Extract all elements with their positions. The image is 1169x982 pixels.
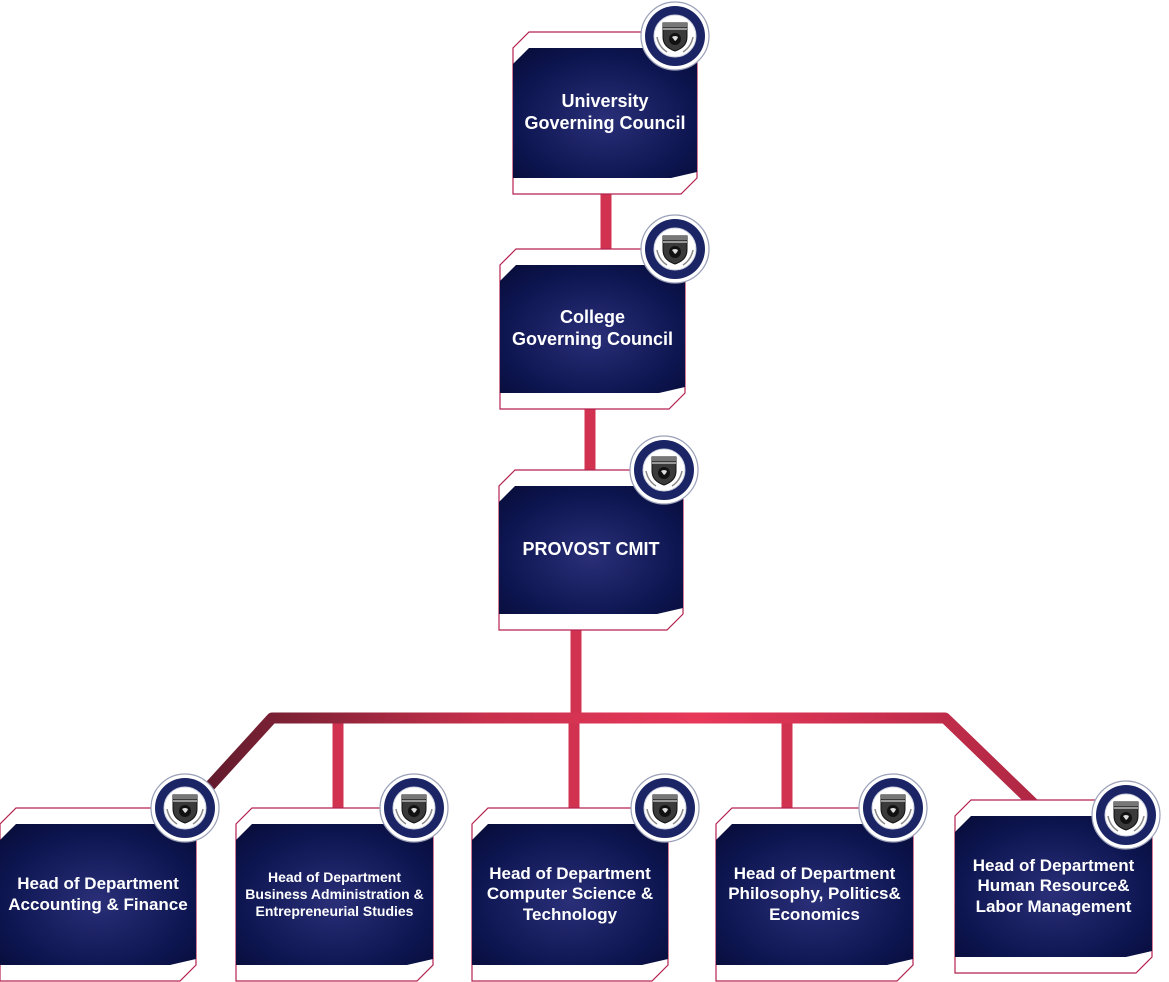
node-hod-philosophy-politics: Head of Department Philosophy, Politics&… <box>715 773 928 982</box>
node-card <box>0 807 197 982</box>
university-seal-icon <box>1091 780 1161 850</box>
university-seal-icon <box>630 773 700 843</box>
connector-branch-bar <box>183 712 1039 814</box>
university-seal-icon <box>640 214 710 284</box>
node-card <box>512 31 698 195</box>
node-hod-business-administration: Head of Department Business Administrati… <box>235 773 449 982</box>
node-label: Head of Department Human Resource& Labor… <box>972 855 1135 916</box>
node-label: Head of Department Philosophy, Politics&… <box>728 863 901 924</box>
university-seal-icon <box>640 1 710 71</box>
node-card <box>715 807 914 982</box>
node-label: Head of Department Computer Science & Te… <box>486 863 654 924</box>
node-hod-accounting-finance: Head of Department Accounting & Finance <box>0 773 220 982</box>
node-label: University Governing Council <box>524 91 686 133</box>
node-card <box>471 807 669 982</box>
university-seal-icon <box>150 773 220 843</box>
node-label: College Governing Council <box>511 307 673 349</box>
node-card <box>498 469 684 631</box>
university-seal-icon <box>858 773 928 843</box>
node-hod-human-resource: Head of Department Human Resource& Labor… <box>954 780 1161 974</box>
node-college-governing-council: College Governing Council <box>499 214 710 410</box>
node-provost-cmit: PROVOST CMIT <box>498 435 699 631</box>
node-label: Head of Department Accounting & Finance <box>8 874 188 914</box>
node-university-governing-council: University Governing Council <box>512 1 710 195</box>
node-hod-computer-science: Head of Department Computer Science & Te… <box>471 773 700 982</box>
node-card <box>235 807 434 982</box>
node-label: PROVOST CMIT <box>522 539 660 560</box>
university-seal-icon <box>629 435 699 505</box>
node-label: Head of Department Business Administrati… <box>245 869 424 919</box>
node-card <box>954 799 1153 974</box>
node-card <box>499 248 686 410</box>
university-seal-icon <box>379 773 449 843</box>
